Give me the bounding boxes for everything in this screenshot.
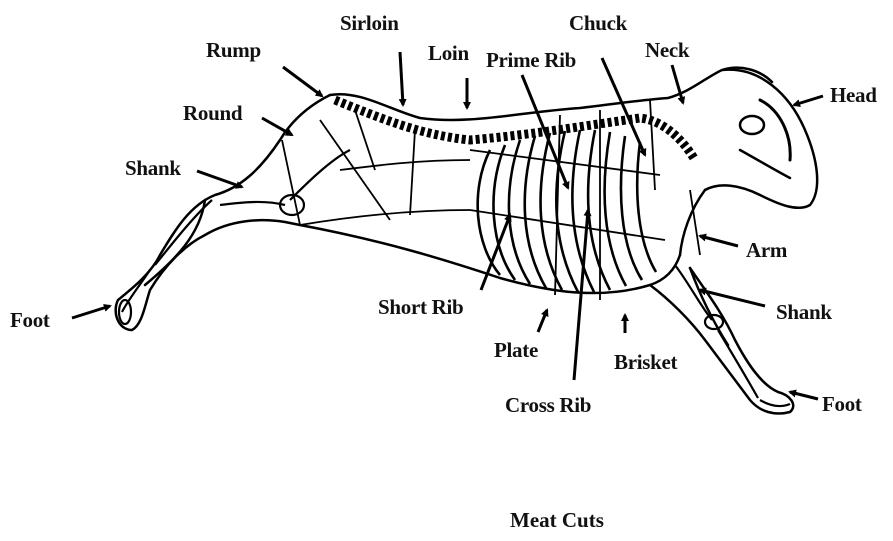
label-foot-rear: Foot: [10, 310, 50, 331]
label-foot-front: Foot: [822, 394, 862, 415]
label-brisket: Brisket: [614, 352, 677, 373]
label-neck: Neck: [645, 40, 689, 61]
label-sirloin: Sirloin: [340, 13, 399, 34]
spine: [335, 100, 695, 160]
label-loin: Loin: [428, 43, 469, 64]
label-plate: Plate: [494, 340, 538, 361]
label-prime-rib: Prime Rib: [486, 50, 576, 71]
label-shank-rear: Shank: [125, 158, 181, 179]
label-head: Head: [830, 85, 877, 106]
label-round: Round: [183, 103, 242, 124]
label-short-rib: Short Rib: [378, 297, 463, 318]
label-rump: Rump: [206, 40, 261, 61]
diagram-caption: Meat Cuts: [0, 508, 893, 533]
label-shank-front: Shank: [776, 302, 832, 323]
label-chuck: Chuck: [569, 13, 627, 34]
label-cross-rib: Cross Rib: [505, 395, 591, 416]
label-arm: Arm: [746, 240, 787, 261]
